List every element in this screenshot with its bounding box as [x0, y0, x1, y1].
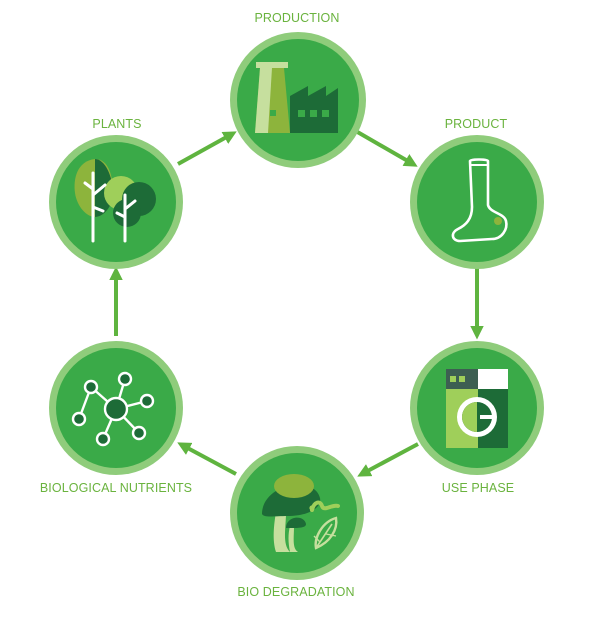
node-production [230, 32, 366, 168]
label-production: PRODUCTION [254, 11, 340, 25]
mushroom-worm-leaf-icon [262, 474, 340, 552]
washing-machine-icon [446, 369, 508, 448]
molecule-icon [71, 371, 155, 447]
label-use-phase: USE PHASE [441, 481, 515, 495]
trees-icon [74, 159, 156, 243]
arrow-plants-to-production [177, 131, 237, 166]
label-product: PRODUCT [444, 117, 508, 131]
node-use-phase [410, 341, 544, 475]
arrow-use-phase-to-bio-degradation [357, 442, 419, 477]
node-bio-degradation [230, 446, 364, 580]
label-plants: PLANTS [92, 117, 142, 131]
label-bio-degradation: BIO DEGRADATION [237, 585, 355, 599]
node-plants [49, 135, 183, 269]
arrow-bio-degradation-to-biological-nutrients [177, 442, 237, 476]
arrow-production-to-product [353, 128, 418, 167]
sock-icon [451, 158, 508, 243]
node-biological-nutrients [49, 341, 183, 475]
label-biological-nutrients: BIOLOGICAL NUTRIENTS [39, 481, 193, 495]
node-product [410, 135, 544, 269]
factory-icon [255, 62, 338, 133]
